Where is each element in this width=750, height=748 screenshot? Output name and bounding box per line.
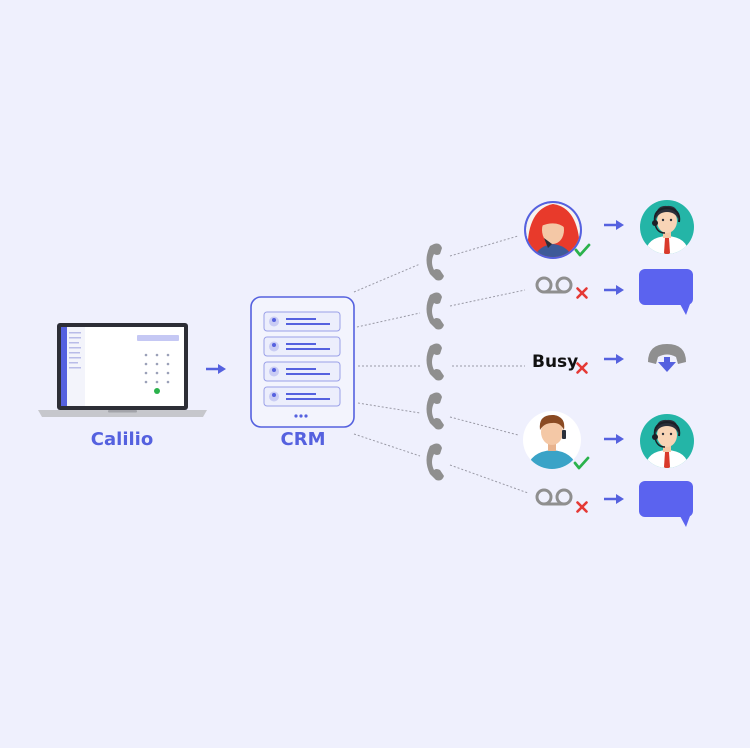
phone-icon — [426, 392, 444, 430]
voicemail-icon — [535, 488, 573, 506]
voicemail-icon — [535, 276, 573, 294]
callback-phone-icon — [648, 344, 686, 372]
crm-card — [250, 296, 355, 428]
agent-icon — [640, 200, 694, 257]
check-icon — [573, 456, 590, 470]
arrow-icon — [602, 492, 626, 506]
source-label: Calilio — [90, 429, 154, 450]
busy-label: Busy — [532, 352, 579, 372]
phone-icon — [426, 343, 444, 381]
phone-icon — [426, 243, 444, 281]
x-icon — [576, 287, 588, 299]
check-icon — [574, 243, 591, 257]
laptop-icon — [38, 323, 207, 417]
phone-icon — [426, 443, 444, 481]
connector-lines — [353, 235, 529, 494]
arrow-icon — [204, 362, 228, 376]
phone-icon — [426, 292, 444, 330]
male-caller-icon — [523, 411, 581, 469]
arrow-icon — [602, 432, 626, 446]
chat-bubble-icon — [639, 269, 693, 315]
arrow-icon — [602, 352, 626, 366]
crm-label: CRM — [280, 429, 326, 450]
female-caller-icon — [524, 201, 582, 259]
arrow-icon — [602, 218, 626, 232]
arrow-icon — [602, 283, 626, 297]
agent-icon — [640, 414, 694, 471]
x-icon — [576, 362, 588, 374]
chat-bubble-icon — [639, 481, 693, 527]
x-icon — [576, 501, 588, 513]
